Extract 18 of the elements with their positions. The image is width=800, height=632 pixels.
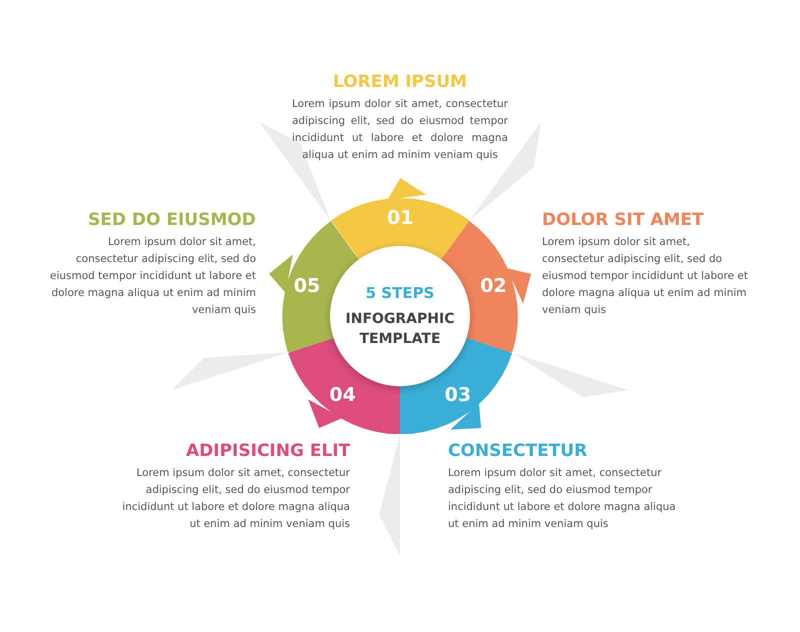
step-description: Lorem ipsum dolor sit amet, consectetur adipiscing elit, sed do eiusmod tempor incididunt ut labore et dolore magna aliqua ut enim ad minim veniam quis xyxy=(292,97,508,163)
step-heading: SED DO EIUSMOD xyxy=(88,210,256,230)
step-number: 02 xyxy=(480,274,507,297)
step-description: Lorem ipsum dolor sit amet, consectetur adipiscing elit, sed do eiusmod tempor incididunt ut labore et dolore magna aliqua ut enim ad minim veniam quis xyxy=(121,466,350,532)
center-title: INFOGRAPHIC TEMPLATE xyxy=(345,310,455,349)
segment-shape xyxy=(330,178,470,260)
step-description: Lorem ipsum dolor sit amet, consectetur adipiscing elit, sed do eiusmod tempor incididunt ut labore et dolore magna aliqua ut enim ad minim veniam quis xyxy=(50,235,256,318)
step-heading: ADIPISICING ELIT xyxy=(186,441,350,461)
step-heading: DOLOR SIT AMET xyxy=(542,210,704,230)
step-heading: CONSECTETUR xyxy=(448,441,588,461)
step-number: 04 xyxy=(329,384,356,406)
step-description: Lorem ipsum dolor sit amet, consectetur adipiscing elit, sed do eiusmod tempor incididunt ut labore et dolore magna aliqua ut enim ad minim veniam quis xyxy=(542,235,748,318)
step-number: 05 xyxy=(294,274,320,297)
center-subtitle: 5 STEPS xyxy=(364,283,436,303)
step-heading: LOREM IPSUM xyxy=(333,72,467,92)
step-number: 03 xyxy=(444,384,472,406)
step-description: Lorem ipsum dolor sit amet, consectetur adipiscing elit, sed do eiusmod tempor incididunt ut labore et dolore magna aliqua ut enim ad minim veniam quis xyxy=(448,466,677,532)
step-number: 01 xyxy=(386,207,414,229)
